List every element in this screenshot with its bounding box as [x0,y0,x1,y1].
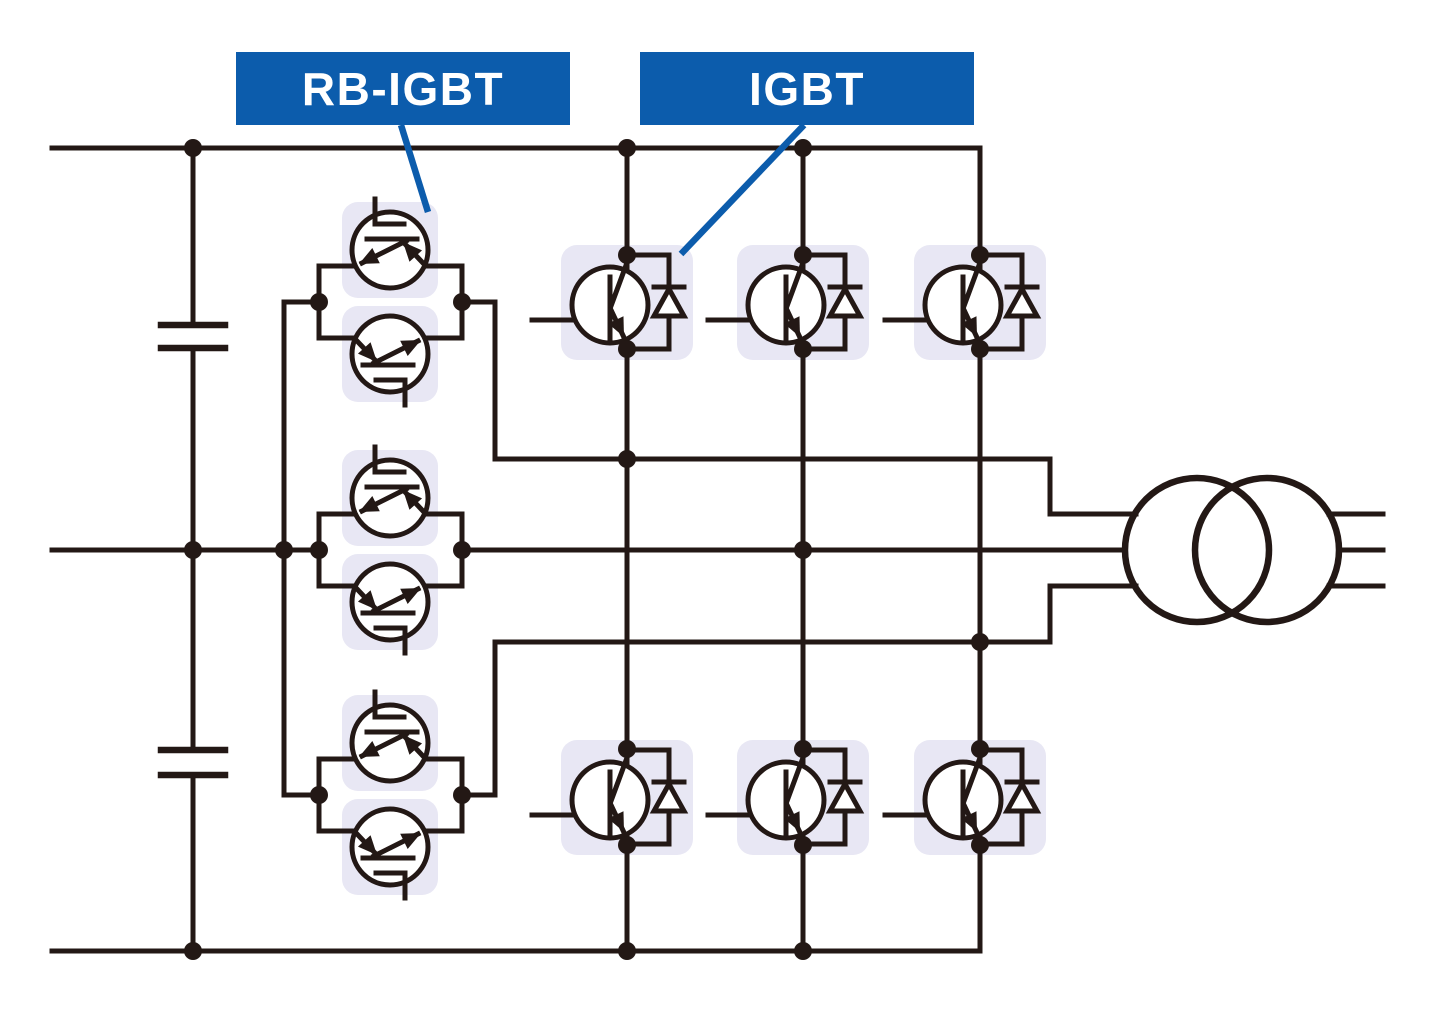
igbt-cell-r1-c2 [705,252,865,352]
leader-line-rb-igbt [397,124,432,213]
collector-line [607,751,632,805]
capacitor-2 [157,746,229,779]
rb-igbt-device-reverse [349,561,431,656]
label-rb-igbt: RB-IGBT [236,52,570,125]
emitter-arrow [961,811,977,832]
junction-dot [310,786,328,804]
junction-dot [453,786,471,804]
emitter-arrow [608,811,624,832]
junction-dot [794,340,812,358]
rb-igbt-pair-2 [316,444,465,656]
junction-dot [794,246,812,264]
emitter-arrow [784,811,800,832]
capacitor-1 [157,321,229,352]
diode-triangle [649,778,689,814]
junction-dot [618,740,636,758]
junction-dot [310,293,328,311]
diode-triangle [1002,283,1042,319]
emitter-arrow [961,316,977,337]
emitter-arrow [359,741,380,757]
label-igbt: IGBT [640,52,974,125]
igbt-cell-r1-c1 [529,252,689,352]
junction-dot [618,942,636,960]
igbt-cell-r2-c1 [529,747,689,847]
junction-dot [618,836,636,854]
collector-line [783,256,808,310]
junction-dot [618,450,636,468]
rb-igbt-pair-3 [316,689,465,901]
reverse-block-arrow [403,242,423,262]
reverse-block-arrow [403,490,423,510]
emitter-arrow [400,833,421,849]
emitter-arrow [359,496,380,512]
junction-dot [971,633,989,651]
reverse-block-arrow [357,342,377,362]
collector-line [960,256,985,310]
leader-lines [397,122,807,257]
emitter-arrow [784,316,800,337]
diode-triangle [825,778,865,814]
rb-igbt-pair-1 [316,196,465,408]
igbt-cell-r2-c3 [882,747,1042,847]
collector-line [960,751,985,805]
igbt-cell-r1-c3 [882,252,1042,352]
collector-line [607,256,632,310]
junction-dot [794,836,812,854]
junction-dot [310,541,328,559]
reverse-block-arrow [403,735,423,755]
rb-igbt-device-forward [349,196,431,291]
rb-igbt-device-reverse [349,806,431,901]
transformer-icon [1121,474,1343,626]
junction-dot [794,541,812,559]
components [157,196,1343,901]
junction-dot [794,740,812,758]
junction-dot [184,942,202,960]
junction-dot [618,340,636,358]
reverse-block-arrow [357,590,377,610]
rb-igbt-device-forward [349,444,431,539]
wiring [49,145,1386,954]
diode-triangle [1002,778,1042,814]
leader-line-igbt [678,122,807,257]
transformer-secondary-circle [1191,474,1343,626]
rb-igbt-device-reverse [349,313,431,408]
junction-dot [794,942,812,960]
junction-dot [971,740,989,758]
diode-triangle [649,283,689,319]
junction-dot [184,139,202,157]
junction-dot [794,139,812,157]
collector-line [783,751,808,805]
junction-dot [184,541,202,559]
junction-dot [971,340,989,358]
emitter-arrow [359,248,380,264]
transformer-primary-circle [1121,474,1273,626]
junction-dot [971,246,989,264]
emitter-arrow [608,316,624,337]
rb-igbt-device-forward [349,689,431,784]
junction-dot [275,541,293,559]
junction-dot [453,541,471,559]
junction-dot [971,836,989,854]
junction-dots [184,139,989,960]
junction-dot [618,246,636,264]
reverse-block-arrow [357,835,377,855]
junction-dot [453,293,471,311]
emitter-arrow [400,588,421,604]
diode-triangle [825,283,865,319]
junction-dot [618,139,636,157]
emitter-arrow [400,340,421,356]
